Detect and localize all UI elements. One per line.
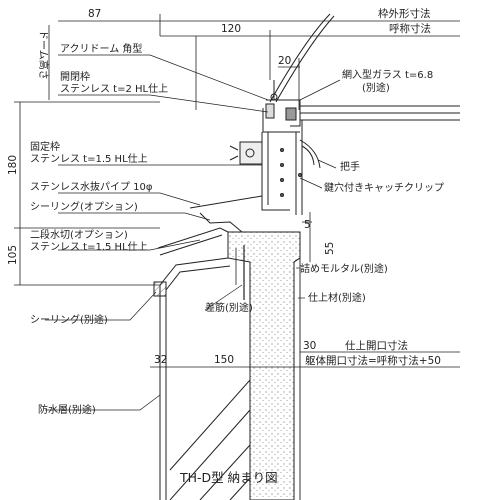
dim-105: 105: [7, 245, 19, 265]
label-catch-clip: 鍵穴付きキャッチクリップ: [324, 181, 444, 194]
dim-180: 180: [7, 155, 19, 175]
concrete-curb: [227, 231, 301, 500]
right-small-dimensions: [302, 212, 312, 262]
left-dimensions: [14, 101, 160, 286]
label-rebar: 差筋(別途): [205, 301, 253, 314]
dim-5: 5: [304, 219, 311, 231]
label-acryl-dome: アクリドーム 角型: [60, 42, 142, 55]
label-double-drip-spec: ステンレス t=1.5 HL仕上: [30, 240, 148, 253]
frame-assembly: [229, 80, 321, 215]
bottom-dimensions: [150, 351, 460, 375]
flashing: [157, 195, 290, 256]
label-finish-material: 仕上材(別途): [308, 291, 366, 304]
label-wired-glass: 網入型ガラス t=6.8: [342, 68, 433, 81]
acryl-dome: [269, 13, 335, 103]
wired-glass: [300, 105, 460, 121]
dim-55: 55: [324, 242, 336, 255]
label-open-frame-spec: ステンレス t=2 HL仕上: [60, 82, 168, 95]
label-mortar: 詰めモルタル(別途): [300, 262, 388, 275]
label-drain-pipe: ステンレス水抜パイプ 10φ: [30, 180, 153, 193]
top-dimensions: [58, 14, 460, 110]
drawing-title: TH-D型 納まり図: [179, 470, 278, 485]
waterproof-layer: [153, 257, 251, 500]
dim-150: 150: [214, 354, 234, 366]
dim-120: 120: [221, 23, 241, 35]
label-fixed-frame: 固定枠: [30, 140, 60, 153]
label-sealing-sep: シーリング(別途): [30, 313, 108, 326]
dim-nominal: 呼称寸法: [389, 22, 431, 35]
label-open-frame: 開閉枠: [60, 70, 90, 83]
label-fixed-frame-spec: ステンレス t=1.5 HL仕上: [30, 152, 148, 165]
label-waterproof: 防水層(別途): [38, 403, 96, 416]
dim-32: 32: [154, 354, 167, 366]
label-sealing-option: シーリング(オプション): [30, 200, 138, 213]
dim-frame-outer: 枠外形寸法: [378, 7, 431, 20]
dim-30: 30: [303, 340, 316, 352]
label-wired-glass-sep: (別途): [362, 81, 390, 94]
dim-body-opening: 躯体開口寸法=呼称寸法+50: [305, 354, 441, 367]
dim-87: 87: [88, 8, 101, 20]
leader-lines: [45, 54, 341, 411]
dim-finish-opening: 仕上開口寸法: [345, 339, 408, 352]
label-handle: 把手: [340, 160, 360, 173]
dome-height-label: ドーム高さ: [37, 30, 50, 80]
dim-20: 20: [278, 55, 291, 67]
label-double-drip: 二段水切(オプション): [30, 228, 128, 241]
